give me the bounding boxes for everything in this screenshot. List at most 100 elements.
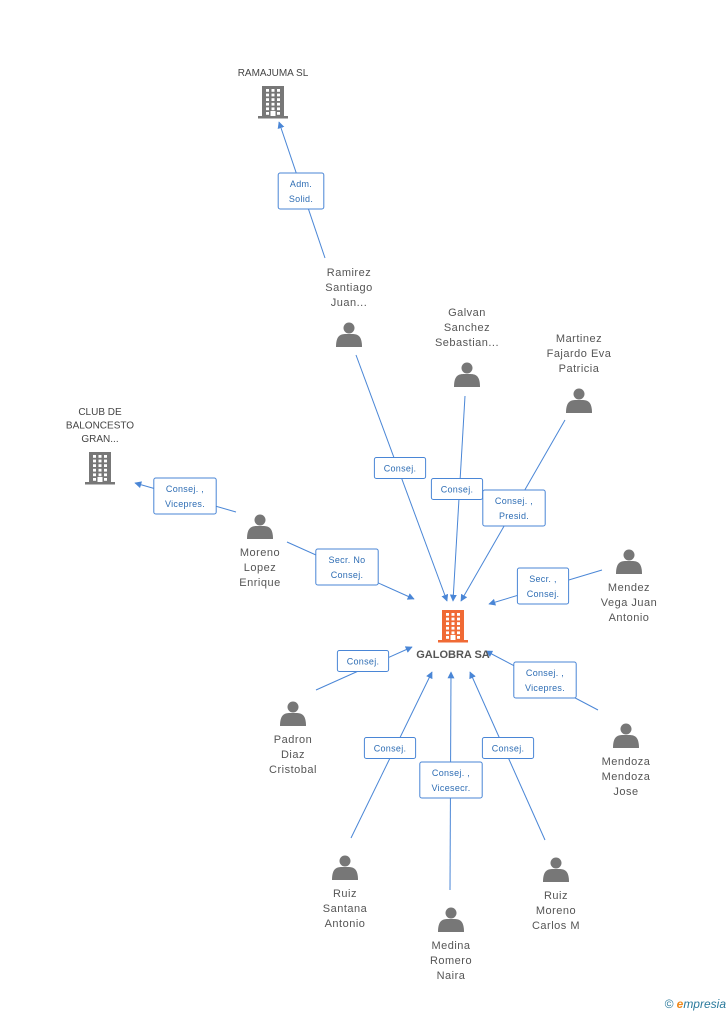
edge-label-background: [336, 650, 390, 672]
edge-label-text: Vicesecr.: [431, 783, 470, 793]
edge-label-text: Consej.: [347, 657, 380, 667]
node-label: Ruiz: [333, 888, 357, 900]
edge-label-box[interactable]: Consej. ,Presid.: [482, 489, 546, 527]
edge-label-background: [516, 567, 570, 605]
node-label: Cristobal: [269, 764, 317, 776]
edge-label-text: Secr. No: [329, 555, 366, 565]
copyright-symbol: ©: [664, 997, 674, 1011]
node-galvan[interactable]: GalvanSanchezSebastian...: [435, 307, 499, 387]
node-label: Romero: [430, 955, 472, 967]
edge-label-background: [153, 477, 217, 515]
edge-moreno-to-club: Consej. ,Vicepres.: [134, 477, 237, 515]
edge-label-box[interactable]: Secr. No Consej.: [315, 548, 379, 586]
edge-mendoza-to-center: Consej. ,Vicepres.: [485, 650, 599, 711]
brand-initial: e: [676, 997, 684, 1011]
edge-label-text: Solid.: [289, 194, 313, 204]
edge-label-box[interactable]: Consej. , Vicesecr.: [419, 761, 483, 799]
edge-label-text: Consej.: [331, 570, 364, 580]
node-label: Medina: [431, 940, 470, 952]
node-label: Padron: [274, 734, 312, 746]
edge-label-text: Adm.: [290, 179, 312, 189]
node-label: Carlos M: [532, 920, 580, 932]
node-label: Juan...: [331, 297, 368, 309]
node-label: Naira: [437, 970, 466, 982]
node-label: Enrique: [239, 577, 280, 589]
person-icon: [438, 907, 464, 932]
edge-medina-to-center: Consej. , Vicesecr.: [419, 671, 483, 891]
edge-label-background: [373, 457, 427, 479]
node-label: RAMAJUMA SL: [238, 68, 309, 79]
node-label: Santiago: [325, 282, 372, 294]
node-label: Jose: [613, 786, 638, 798]
edge-ramirez-to-ramajuma: Adm. Solid.: [277, 121, 326, 259]
edge-label-box[interactable]: Consej.: [373, 457, 427, 479]
edge-label-background: [430, 478, 484, 500]
edge-label-box[interactable]: Adm. Solid.: [277, 172, 325, 210]
edges-layer: Adm.Solid.Consej. ,Vicepres.Consej.Conse…: [134, 121, 603, 891]
node-label: Galvan: [448, 307, 486, 319]
edge-mendez-to-center: Secr. , Consej.: [488, 567, 603, 606]
node-label: Ruiz: [544, 890, 568, 902]
edge-label-text: Consej.: [374, 744, 407, 754]
node-label: Moreno: [240, 547, 280, 559]
node-label: GRAN...: [81, 434, 118, 445]
node-label: Diaz: [281, 749, 305, 761]
person-icon: [543, 857, 569, 882]
node-label: Mendoza: [602, 756, 651, 768]
edge-label-background: [513, 661, 577, 699]
node-ramajuma[interactable]: RAMAJUMA SL: [238, 68, 309, 119]
node-label: Moreno: [536, 905, 576, 917]
edge-label-background: [419, 761, 483, 799]
edge-galvan-to-center: Consej.: [430, 395, 484, 602]
edge-moreno-to-center: Secr. No Consej.: [286, 541, 415, 600]
edge-label-text: Vicepres.: [165, 499, 205, 509]
person-icon: [566, 388, 592, 413]
edge-label-box[interactable]: Consej.: [481, 737, 535, 759]
node-label: BALONCESTO: [66, 421, 134, 432]
edge-ruizm-to-center: Consej.: [469, 671, 546, 841]
node-label: Patricia: [559, 363, 600, 375]
node-club[interactable]: CLUB DEBALONCESTOGRAN...: [66, 407, 134, 485]
node-label: Vega Juan: [601, 597, 658, 609]
edge-label-text: Consej.: [527, 589, 560, 599]
empresia-watermark: © empresia: [664, 997, 726, 1011]
node-center-company[interactable]: GALOBRA SA: [416, 610, 490, 661]
building-icon: [438, 610, 468, 643]
edge-label-box[interactable]: Consej.: [430, 478, 484, 500]
edge-label-box[interactable]: Consej. ,Vicepres.: [153, 477, 217, 515]
node-label: Fajardo Eva: [547, 348, 612, 360]
edge-ramirez-to-center: Consej.: [355, 354, 449, 602]
node-ramirez[interactable]: RamirezSantiagoJuan...: [325, 267, 372, 347]
edge-label-text: Secr. ,: [529, 574, 557, 584]
person-icon: [332, 855, 358, 880]
edge-label-box[interactable]: Consej.: [336, 650, 390, 672]
edge-label-box[interactable]: Consej.: [363, 737, 417, 759]
edge-ruizs-to-center: Consej.: [350, 671, 433, 839]
edge-label-text: Consej.: [492, 744, 525, 754]
edge-label-box[interactable]: Consej. ,Vicepres.: [513, 661, 577, 699]
node-label: Lopez: [244, 562, 276, 574]
person-icon: [336, 322, 362, 347]
center-company-label: GALOBRA SA: [416, 649, 490, 661]
node-label: Santana: [323, 903, 368, 915]
edge-label-background: [363, 737, 417, 759]
edge-label-box[interactable]: Secr. , Consej.: [516, 567, 570, 605]
edge-label-background: [315, 548, 379, 586]
brand-name: mpresia: [683, 997, 726, 1011]
node-label: Antonio: [325, 918, 366, 930]
person-icon: [280, 701, 306, 726]
edge-label-text: Consej. ,: [432, 768, 470, 778]
edge-label-text: Presid.: [499, 511, 529, 521]
edge-label-background: [277, 172, 325, 210]
node-label: Mendoza: [602, 771, 651, 783]
